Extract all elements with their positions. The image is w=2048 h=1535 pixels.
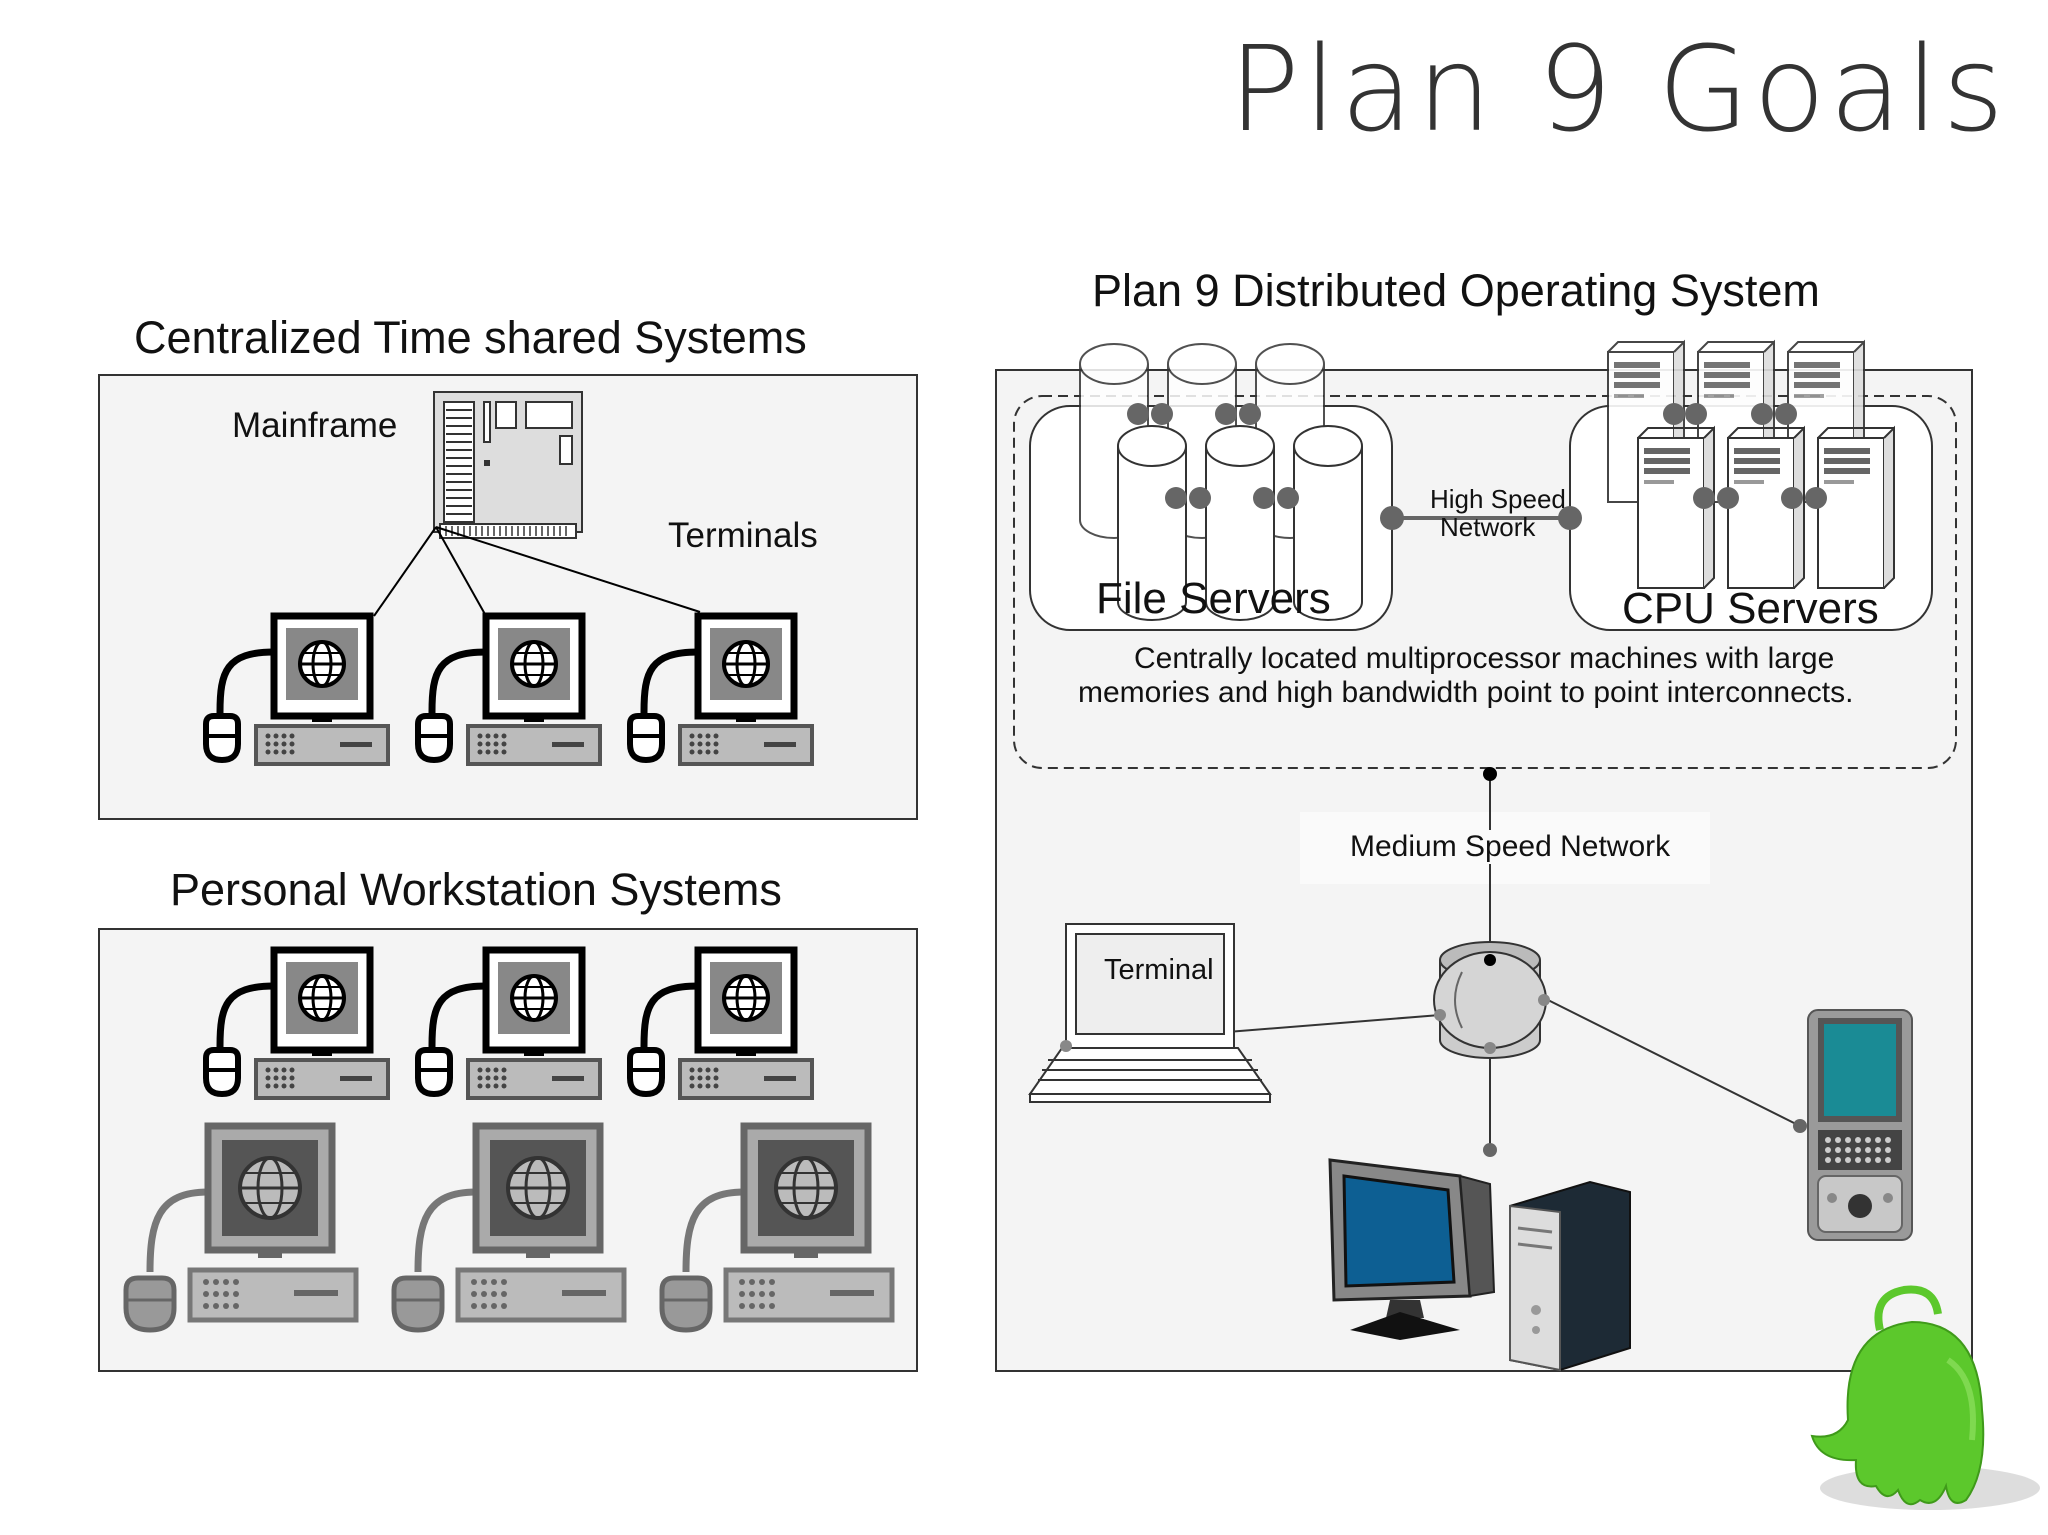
personal-heading: Personal Workstation Systems (170, 864, 782, 915)
mainframe-label: Mainframe (232, 406, 398, 445)
desktop-computer-icon (1328, 1158, 1631, 1372)
plan9-heading: Plan 9 Distributed Operating System (1092, 265, 1820, 316)
workstation-icon (206, 950, 388, 1098)
slide-title: Plan 9 Goals (1228, 20, 2008, 158)
medium-speed-network-label: Medium Speed Network (1350, 830, 1671, 864)
workstation-icon (418, 950, 600, 1098)
cpu-servers-label: CPU Servers (1622, 584, 1879, 633)
high-speed-network-label-line2: Network (1440, 512, 1536, 542)
file-servers-label: File Servers (1096, 574, 1331, 623)
workstation-icon (126, 1126, 356, 1330)
pda-device-icon (1793, 1009, 1913, 1241)
high-speed-network-label: High Speed (1430, 484, 1566, 514)
workstation-icon (394, 1126, 624, 1330)
terminal-icon (630, 616, 812, 764)
glenda-mascot-icon (1810, 1285, 2040, 1510)
terminal-icon (418, 616, 600, 764)
network-hub-icon (1433, 941, 1550, 1157)
network-node (1483, 767, 1497, 781)
high-speed-network-link (1380, 506, 1582, 530)
workstation-icon (630, 950, 812, 1098)
terminals-label: Terminals (668, 516, 818, 555)
workstation-icon (662, 1126, 892, 1330)
mainframe-terminal-links (373, 526, 701, 617)
file-server-disks (1079, 343, 1363, 621)
mainframe-icon (433, 391, 583, 539)
cluster-description-line2: memories and high bandwidth point to poi… (1078, 676, 1854, 709)
server-cluster-boundary (1013, 395, 1957, 769)
laptop-terminal-icon (1028, 923, 1272, 1103)
centralized-heading: Centralized Time shared Systems (134, 312, 807, 363)
cpu-server-towers (1607, 341, 1895, 589)
cluster-description-line1: Centrally located multiprocessor machine… (1134, 642, 1835, 675)
laptop-terminal-label: Terminal (1104, 954, 1214, 986)
terminal-icon (206, 616, 388, 764)
